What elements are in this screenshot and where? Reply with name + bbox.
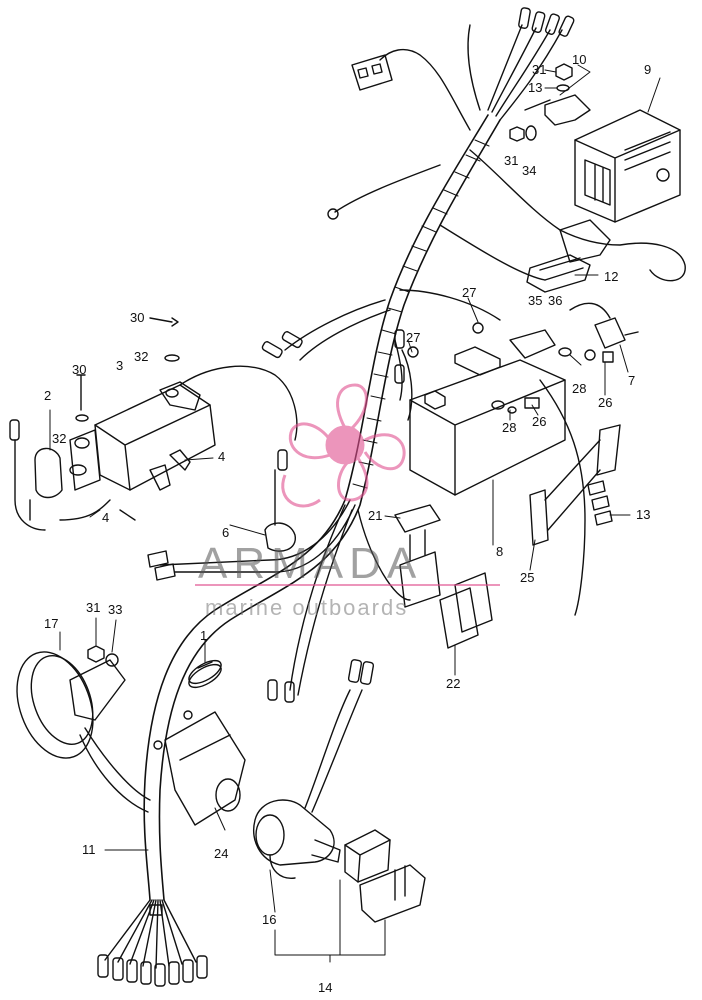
label-32b: 32 bbox=[52, 431, 66, 446]
ignition-switch bbox=[253, 659, 375, 879]
meter-gauge bbox=[16, 651, 151, 813]
starter-switch bbox=[569, 302, 639, 363]
label-17: 17 bbox=[44, 616, 58, 631]
label-11: 11 bbox=[82, 842, 96, 857]
connector-block-22 bbox=[439, 572, 493, 649]
label-24: 24 bbox=[214, 846, 228, 861]
propeller-logo bbox=[281, 383, 406, 508]
regulator-rectifier bbox=[574, 109, 681, 223]
battery-holder-band bbox=[529, 424, 621, 546]
label-21: 21 bbox=[368, 508, 382, 523]
connector-cap bbox=[147, 469, 296, 581]
label-3: 3 bbox=[116, 358, 123, 373]
connector-block-21 bbox=[394, 504, 441, 608]
label-22: 22 bbox=[446, 676, 460, 691]
label-34: 34 bbox=[522, 163, 536, 178]
label-16: 16 bbox=[262, 912, 276, 927]
battery bbox=[407, 322, 596, 496]
label-14: 14 bbox=[318, 980, 332, 995]
label-27a: 27 bbox=[462, 285, 476, 300]
ignition-coil bbox=[94, 365, 298, 491]
terminal-connectors bbox=[587, 480, 613, 526]
label-9: 9 bbox=[644, 62, 651, 77]
watermark-tagline: marine outboards bbox=[205, 595, 408, 620]
label-8: 8 bbox=[496, 544, 503, 559]
label-26b: 26 bbox=[532, 414, 546, 429]
label-32a: 32 bbox=[134, 349, 148, 364]
watermark: ARMADA marine outboards bbox=[195, 383, 500, 620]
fuse-holder bbox=[526, 219, 611, 293]
label-1: 1 bbox=[200, 628, 207, 643]
coil-screws bbox=[75, 317, 180, 422]
label-12: 12 bbox=[604, 269, 618, 284]
coil-mount-left bbox=[69, 429, 101, 491]
label-31c: 31 bbox=[86, 600, 100, 615]
nut-washer-17 bbox=[87, 645, 119, 667]
label-13a: 13 bbox=[528, 80, 542, 95]
label-33: 33 bbox=[108, 602, 122, 617]
label-25: 25 bbox=[520, 570, 534, 585]
spark-plug-cap bbox=[9, 419, 63, 531]
label-30b: 30 bbox=[72, 362, 86, 377]
watermark-brand: ARMADA bbox=[198, 539, 422, 588]
label-26a: 26 bbox=[598, 395, 612, 410]
switch-bracket bbox=[153, 710, 246, 826]
mounting-bracket bbox=[524, 94, 591, 126]
callout-labels: 1 2 3 4 4 6 7 8 9 10 11 12 13 13 14 16 1… bbox=[44, 52, 651, 995]
label-35: 35 bbox=[528, 293, 542, 308]
bullet-connectors-top bbox=[518, 7, 575, 37]
label-28a: 28 bbox=[572, 381, 586, 396]
label-4a: 4 bbox=[218, 449, 225, 464]
label-30a: 30 bbox=[130, 310, 144, 325]
label-27b: 27 bbox=[406, 330, 420, 345]
lower-bullet-connectors bbox=[261, 329, 405, 703]
label-28b: 28 bbox=[502, 420, 516, 435]
multi-pin-connector bbox=[351, 54, 393, 91]
switch-coupler-a bbox=[344, 829, 391, 883]
label-2: 2 bbox=[44, 388, 51, 403]
label-31a: 31 bbox=[532, 62, 546, 77]
label-13b: 13 bbox=[636, 507, 650, 522]
leader-lines bbox=[49, 64, 661, 963]
label-10: 10 bbox=[572, 52, 586, 67]
main-wire-harness bbox=[104, 24, 686, 969]
label-31b: 31 bbox=[504, 153, 518, 168]
label-6: 6 bbox=[222, 525, 229, 540]
label-36: 36 bbox=[548, 293, 562, 308]
rubber-grommet bbox=[188, 659, 222, 689]
label-4b: 4 bbox=[102, 510, 109, 525]
label-7: 7 bbox=[628, 373, 635, 388]
switch-coupler-b bbox=[359, 864, 426, 923]
harness-end-terminals bbox=[97, 904, 208, 987]
coil-leads bbox=[59, 499, 136, 521]
